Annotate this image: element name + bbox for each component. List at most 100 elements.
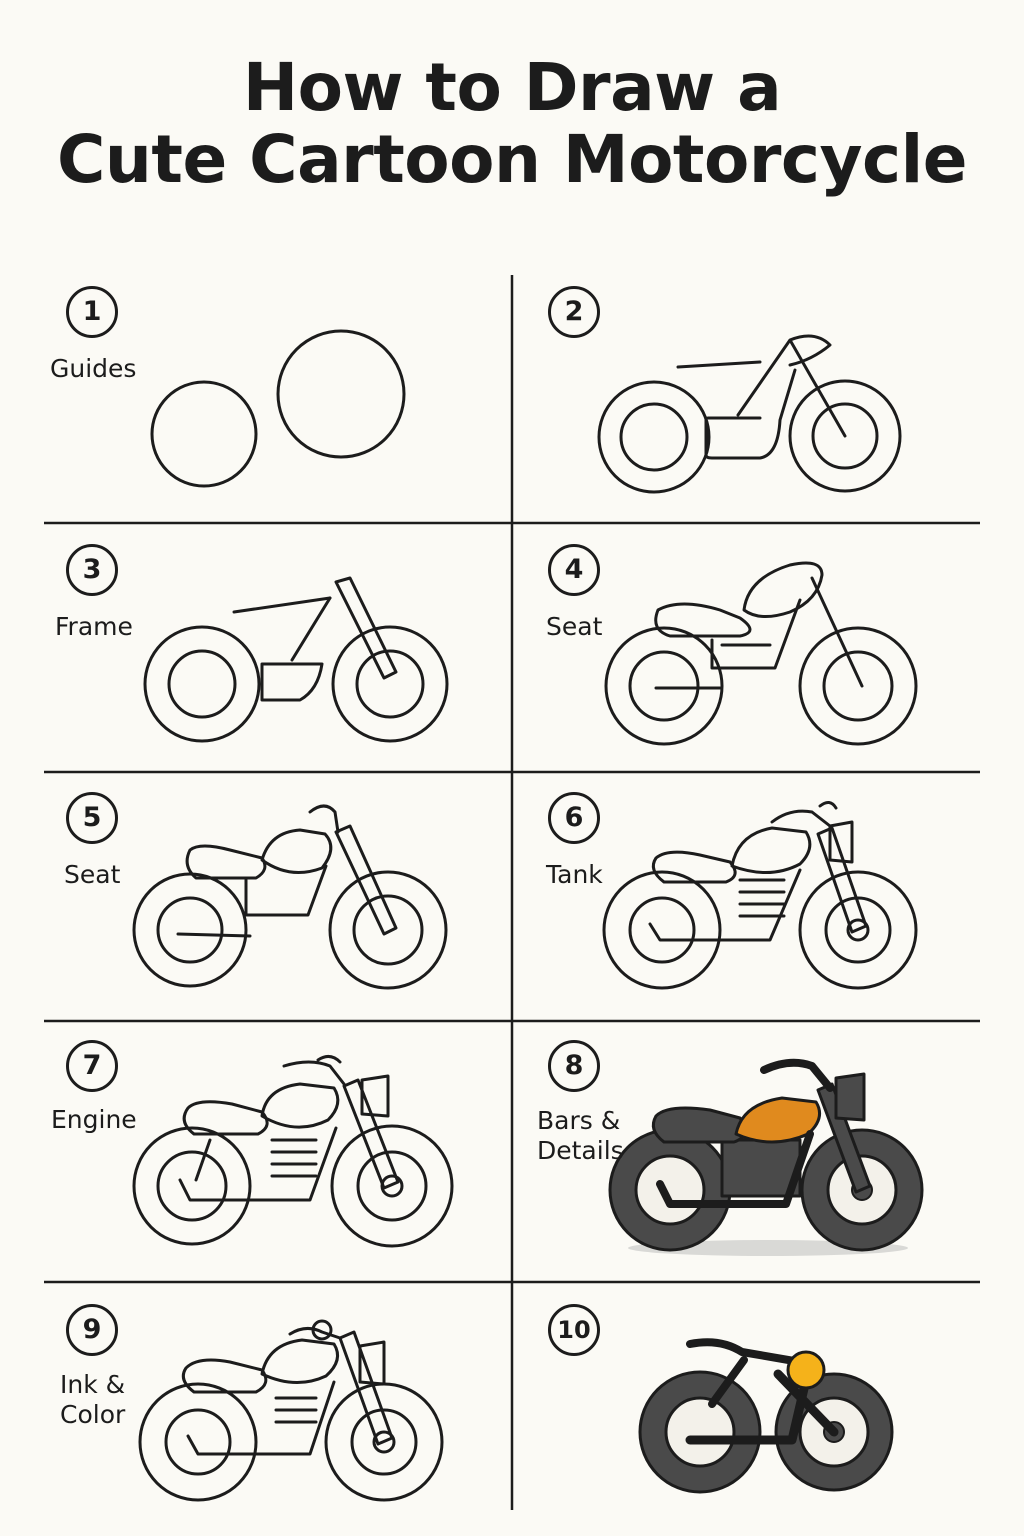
step-10-number: 10 xyxy=(548,1304,600,1356)
frame-top-line xyxy=(676,360,762,369)
step-7-number: 7 xyxy=(66,1040,118,1092)
tank xyxy=(260,1082,340,1129)
step-9-label: Ink & Color xyxy=(60,1370,126,1429)
step-5-label: Seat xyxy=(64,860,121,889)
rear-wheel xyxy=(143,625,261,743)
step-6-drawing xyxy=(602,801,918,990)
step-9-drawing xyxy=(138,1319,444,1502)
step-2-number: 2 xyxy=(548,286,600,338)
rear-wheel-inner xyxy=(167,649,237,719)
exhaust-frame xyxy=(656,1130,814,1208)
seat xyxy=(182,1100,269,1136)
headlight xyxy=(828,820,854,864)
rear-rim xyxy=(664,1396,736,1468)
tank xyxy=(730,826,812,875)
rear-wheel-inner xyxy=(619,402,689,472)
front-fork xyxy=(816,826,868,934)
frame-lower xyxy=(260,662,324,702)
step-8-number: 8 xyxy=(548,1040,600,1092)
engine-fins xyxy=(270,1138,318,1178)
page-title: How to Draw a Cute Cartoon Motorcycle xyxy=(0,52,1024,196)
front-wheel xyxy=(798,870,918,990)
rear-axle-line xyxy=(176,932,252,938)
handlebar xyxy=(770,801,838,828)
title-line-2: Cute Cartoon Motorcycle xyxy=(56,121,968,198)
rear-shock xyxy=(194,1138,212,1182)
front-wheel xyxy=(328,870,448,990)
step-5-drawing xyxy=(132,804,448,990)
title-line-1: How to Draw a xyxy=(242,49,782,126)
seat xyxy=(651,850,737,884)
handlebar xyxy=(282,1055,346,1086)
tank-shape xyxy=(742,561,824,618)
headlight xyxy=(834,1072,866,1122)
front-wheel-inner xyxy=(356,1150,428,1222)
frame-details xyxy=(654,643,772,690)
step-3-label: Frame xyxy=(55,612,133,641)
rear-wheel-inner xyxy=(164,1408,232,1476)
seat xyxy=(651,1106,747,1144)
handlebar xyxy=(288,1327,342,1340)
front-hub xyxy=(372,1430,396,1454)
front-wheel-inner xyxy=(350,1408,418,1476)
step-4-drawing xyxy=(604,561,918,746)
step-8-drawing xyxy=(608,1058,924,1256)
rear-wheel xyxy=(604,626,724,746)
front-fork xyxy=(342,1078,400,1190)
rear-rim xyxy=(634,1154,706,1226)
step-9-number: 9 xyxy=(66,1304,118,1356)
exhaust-frame xyxy=(178,1126,338,1202)
exhaust-frame xyxy=(186,1380,336,1456)
front-fork xyxy=(810,576,864,688)
handlebar xyxy=(686,1338,804,1366)
front-fork xyxy=(773,1369,839,1437)
step-1-drawing xyxy=(150,329,406,488)
rear-wheel xyxy=(597,380,711,494)
rear-wheel-inner xyxy=(628,896,696,964)
front-wheel-inner xyxy=(355,649,425,719)
grid-lines xyxy=(44,275,980,1510)
step-7-label: Engine xyxy=(51,1105,137,1134)
front-wheel-inner xyxy=(822,650,894,722)
frame-down-tube xyxy=(290,596,332,662)
engine-fins xyxy=(274,1396,318,1424)
rear-wheel-inner xyxy=(156,896,224,964)
front-fork xyxy=(338,1330,394,1446)
seat xyxy=(654,602,752,638)
headlight xyxy=(358,1340,386,1386)
engine-fins xyxy=(738,878,786,918)
rear-wheel xyxy=(132,1126,252,1246)
handlebar xyxy=(308,804,340,834)
handlebar xyxy=(760,1058,834,1092)
tank xyxy=(734,1096,822,1144)
front-wheel xyxy=(798,626,918,746)
front-wheel-inner xyxy=(352,894,424,966)
tank xyxy=(260,1338,340,1385)
rear-wheel-inner xyxy=(156,1150,228,1222)
frame-lower xyxy=(710,598,802,670)
step-4-number: 4 xyxy=(548,544,600,596)
step-8-label: Bars & Details xyxy=(537,1106,624,1165)
front-hub xyxy=(846,918,870,942)
seat xyxy=(181,1358,268,1394)
step-6-label: Tank xyxy=(546,860,603,889)
rear-wheel xyxy=(138,1382,258,1502)
front-wheel-inner xyxy=(824,896,892,964)
front-wheel-guide xyxy=(276,329,406,459)
headlight xyxy=(786,1350,826,1390)
frame-top-line xyxy=(232,596,332,614)
exhaust-frame xyxy=(648,868,802,942)
step-1-label: Guides xyxy=(50,354,137,383)
rear-wheel-inner xyxy=(628,650,700,722)
front-wheel-inner xyxy=(811,402,879,470)
frame-down-tube xyxy=(708,1356,748,1408)
tank-shape xyxy=(260,828,333,874)
step-6-number: 6 xyxy=(548,792,600,844)
step-10-drawing xyxy=(638,1338,894,1494)
step-3-drawing xyxy=(143,576,449,743)
step-7-drawing xyxy=(132,1055,454,1248)
rear-wheel xyxy=(132,872,248,988)
front-wheel xyxy=(788,379,902,493)
handlebar-grip xyxy=(311,1319,333,1341)
